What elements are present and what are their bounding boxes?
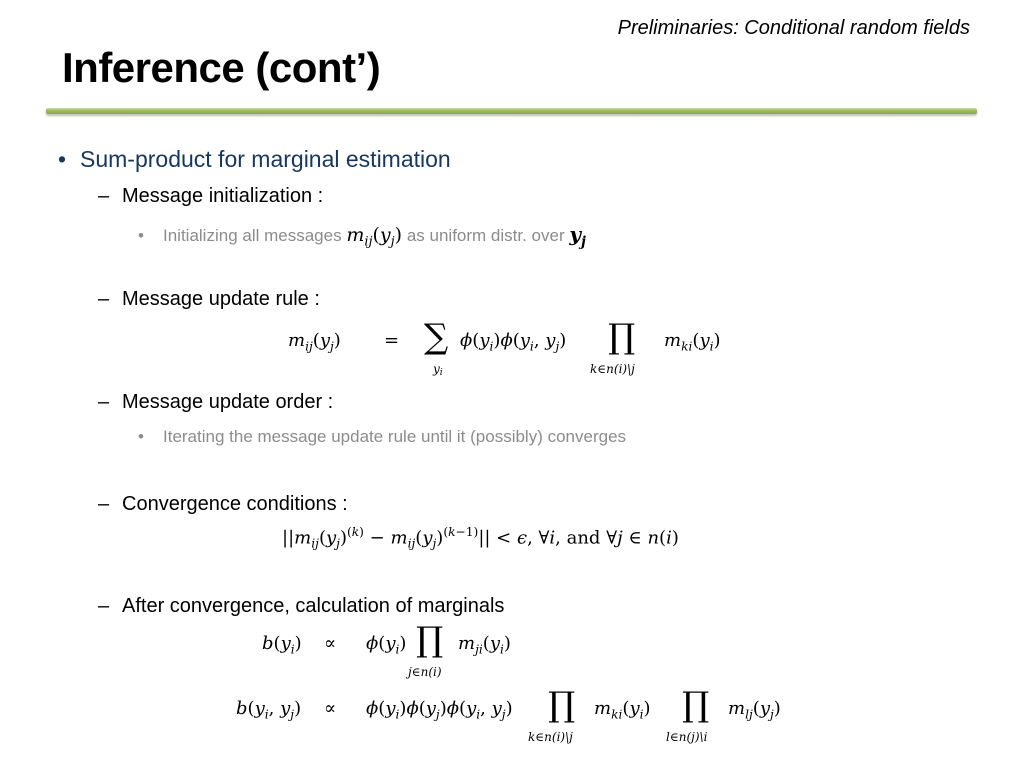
section-title: Preliminaries: Conditional random fields <box>617 17 970 39</box>
bullet-after-convergence: –After convergence, calculation of margi… <box>98 595 505 617</box>
dash-icon: – <box>98 493 110 515</box>
dash-icon: – <box>98 391 110 413</box>
bullet-message-initialization: –Message initialization : <box>98 185 324 207</box>
equation-marginal-single: b(yi) ∝ ϕ(yi) ∏ j∈n(i) mji(yi) <box>262 620 511 679</box>
bullet-sum-product: •Sum-product for marginal estimation <box>58 146 451 172</box>
math-m-ij-yj: mij(yj) <box>346 224 403 250</box>
equation-marginal-pair: b(yi, yj) ∝ ϕ(yi)ϕ(yj)ϕ(yi, yj) ∏ k∈n(i)… <box>236 685 781 744</box>
bullet-update-order-detail: •Iterating the message update rule until… <box>138 427 627 446</box>
title-divider <box>46 108 977 114</box>
bullet-dot-icon: • <box>138 427 144 446</box>
equation-update-rule: mij(yj) = ∑ yi ϕ(yi)ϕ(yi, yj) ∏ k∈n(i)\j… <box>288 317 721 378</box>
bullet-convergence-conditions: –Convergence conditions : <box>98 493 348 515</box>
math-yj: yj <box>569 222 586 250</box>
bullet-dot-icon: • <box>58 146 67 172</box>
dash-icon: – <box>98 288 110 310</box>
bullet-message-update-rule: –Message update rule : <box>98 288 320 310</box>
bullet-dot-icon: • <box>138 226 144 245</box>
slide-title: Inference (cont’) <box>62 44 381 91</box>
equation-convergence: ||mij(yj)(k) − mij(yj)(k−1)|| < ϵ, ∀i, a… <box>282 525 679 551</box>
bullet-message-update-order: –Message update order : <box>98 391 334 413</box>
dash-icon: – <box>98 185 110 207</box>
dash-icon: – <box>98 595 110 617</box>
bullet-init-detail: •Initializing all messages mij(yj) as un… <box>138 222 586 250</box>
